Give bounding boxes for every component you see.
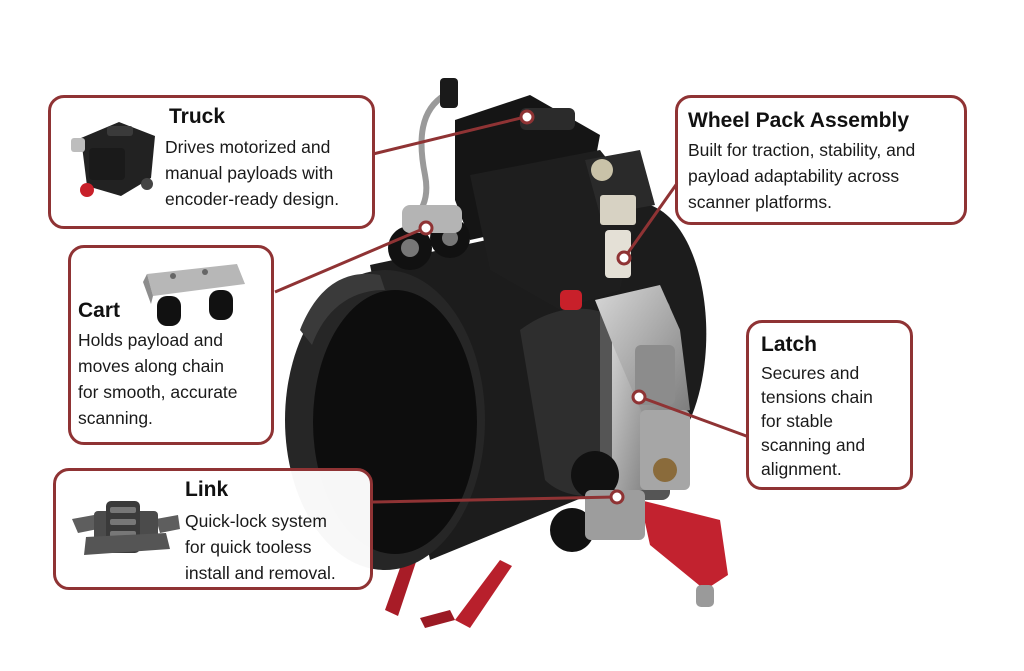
- stand-legs: [385, 500, 728, 628]
- truck-description: Drives motorized and manual payloads wit…: [165, 137, 340, 209]
- leader-line-truck: [372, 115, 526, 156]
- callout-cart: Cart Holds payload and moves along chain…: [68, 245, 274, 445]
- link-description: Quick-lock system for quick tooless inst…: [185, 511, 336, 583]
- leader-line-latch: [639, 395, 750, 439]
- wheels: [388, 205, 645, 552]
- cart-title: Cart: [78, 299, 121, 322]
- leader-line-wheel-pack: [623, 181, 680, 258]
- wheel-pack-title: Wheel Pack Assembly: [688, 109, 909, 132]
- latch-description: Secures and tensions chain for stable sc…: [761, 363, 873, 479]
- leader-line-link: [372, 495, 616, 504]
- leader-dot-link: [609, 489, 625, 505]
- leader-dot-truck: [519, 109, 535, 125]
- cart-description: Holds payload and moves along chain for …: [78, 330, 238, 428]
- leader-lines: [274, 115, 750, 504]
- callout-latch: Latch Secures and tensions chain for sta…: [746, 320, 913, 490]
- cart-module-icon: [143, 264, 245, 326]
- wheel-pack-description: Built for traction, stability, and paylo…: [688, 140, 916, 212]
- leader-dot-latch: [631, 389, 647, 405]
- truck-title: Truck: [169, 105, 226, 128]
- latch-assembly: [595, 285, 690, 490]
- link-title: Link: [185, 478, 229, 501]
- truck-module-icon: [71, 122, 155, 197]
- chain-link-icon: [72, 501, 180, 555]
- leader-line-cart: [274, 226, 426, 294]
- leader-dot-cart: [418, 220, 434, 236]
- leader-endpoints: [418, 109, 647, 505]
- leader-dot-wheel-pack: [616, 250, 632, 266]
- truck-assembly: [455, 95, 655, 310]
- callout-link: Link Quick-lock system for quick tooless…: [53, 468, 373, 590]
- cable-connector: [440, 78, 458, 108]
- callout-truck: Truck Drives motorized and manual payloa…: [48, 95, 375, 229]
- cable: [408, 92, 447, 223]
- callout-wheel-pack: Wheel Pack Assembly Built for traction, …: [675, 95, 967, 225]
- latch-title: Latch: [761, 333, 818, 356]
